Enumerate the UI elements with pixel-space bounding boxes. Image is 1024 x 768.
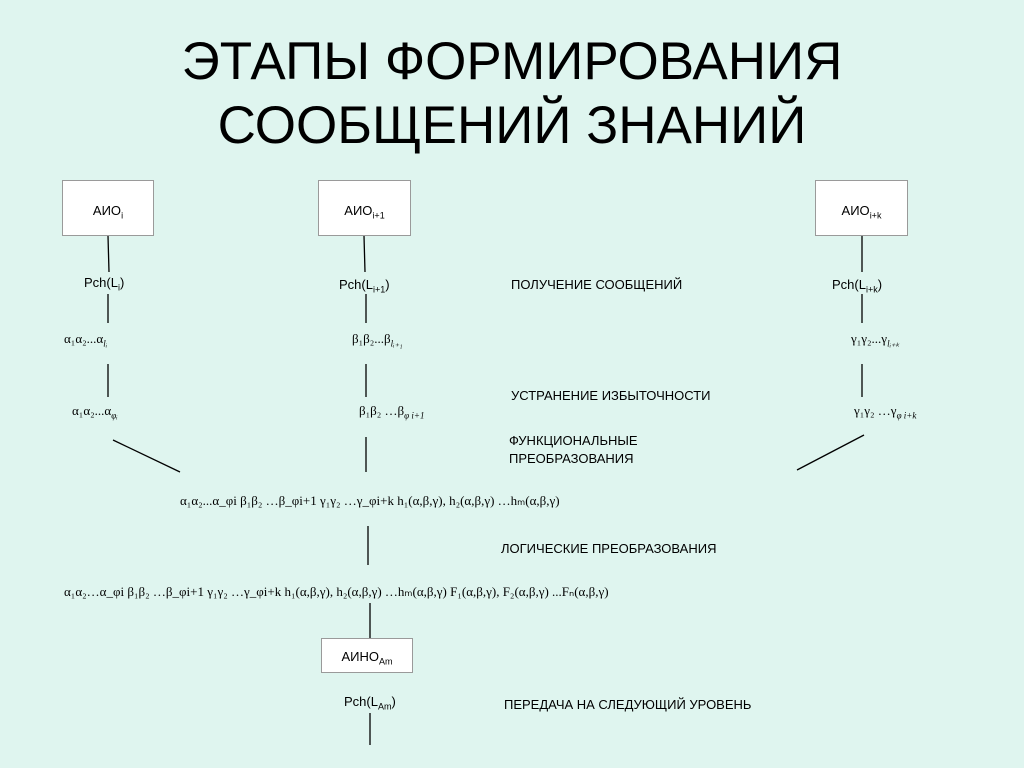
stage-functional-2: ПРЕОБРАЗОВАНИЯ — [509, 451, 634, 466]
line-aio-i-pch — [107, 235, 110, 273]
aio-i-box: АИОi — [62, 180, 154, 236]
formula-gamma-l: γ₁γ₂...γlᵢ₊ₖ — [851, 331, 900, 349]
formula-gamma-phi: γ₁γ₂ …γφ i+k — [854, 403, 917, 421]
aino-am-box: АИНОAm — [321, 638, 413, 673]
stage-transfer: ПЕРЕДАЧА НА СЛЕДУЮЩИЙ УРОВЕНЬ — [504, 697, 752, 712]
formula-alpha-l: α₁α₂...αlᵢ — [64, 331, 108, 349]
aio-i-sub: i — [121, 210, 124, 221]
stage-receive: ПОЛУЧЕНИЕ СООБЩЕНИЙ — [511, 277, 683, 292]
aio-ik-box: АИОi+k — [815, 180, 908, 236]
formula-alpha-phi: α₁α₂...αφᵢ — [72, 403, 118, 421]
line-gamma-diag — [796, 434, 865, 471]
aino-am-label: АИНО — [341, 649, 379, 664]
stage-logical: ЛОГИЧЕСКИЕ ПРЕОБРАЗОВАНИЯ — [501, 541, 717, 556]
line-alpha-diag — [112, 439, 181, 473]
formula-combined: α₁α₂...α_φi β₁β₂ …β_φi+1 γ₁γ₂ …γ_φi+k h₁… — [180, 493, 560, 508]
pch-am-label: Pch(LAm) — [344, 694, 396, 712]
pch-i1-label: Pch(Li+1) — [339, 277, 390, 295]
line-aio-i1-pch — [363, 235, 366, 273]
title-line-2: СООБЩЕНИЙ ЗНАНИЙ — [217, 96, 807, 155]
formula-beta-l: β₁β₂...βlᵢ₊₁ — [352, 331, 403, 349]
aio-i-label: АИО — [92, 203, 122, 218]
pch-ik-label: Pch(Li+k) — [832, 277, 883, 295]
stage-redundancy: УСТРАНЕНИЕ ИЗБЫТОЧНОСТИ — [511, 388, 711, 403]
aio-ik-label: АИО — [841, 203, 870, 218]
formula-beta-phi: β₁β₂ …βφ i+1 — [359, 403, 425, 421]
stage-functional-1: ФУНКЦИОНАЛЬНЫЕ — [509, 433, 638, 448]
aio-i1-label: АИО — [344, 203, 373, 218]
aio-i1-sub: i+1 — [372, 210, 385, 221]
page-title: ЭТАПЫ ФОРМИРОВАНИЯ СООБЩЕНИЙ ЗНАНИЙ — [0, 30, 1024, 158]
formula-full: α₁α₂…α_φi β₁β₂ …β_φi+1 γ₁γ₂ …γ_φi+k h₁(α… — [64, 584, 609, 599]
pch-i-label: Pch(Li) — [84, 275, 125, 293]
title-line-1: ЭТАПЫ ФОРМИРОВАНИЯ — [181, 32, 843, 91]
aio-i1-box: АИОi+1 — [318, 180, 411, 236]
aio-ik-sub: i+k — [869, 210, 882, 221]
aino-am-sub: Am — [379, 656, 393, 667]
